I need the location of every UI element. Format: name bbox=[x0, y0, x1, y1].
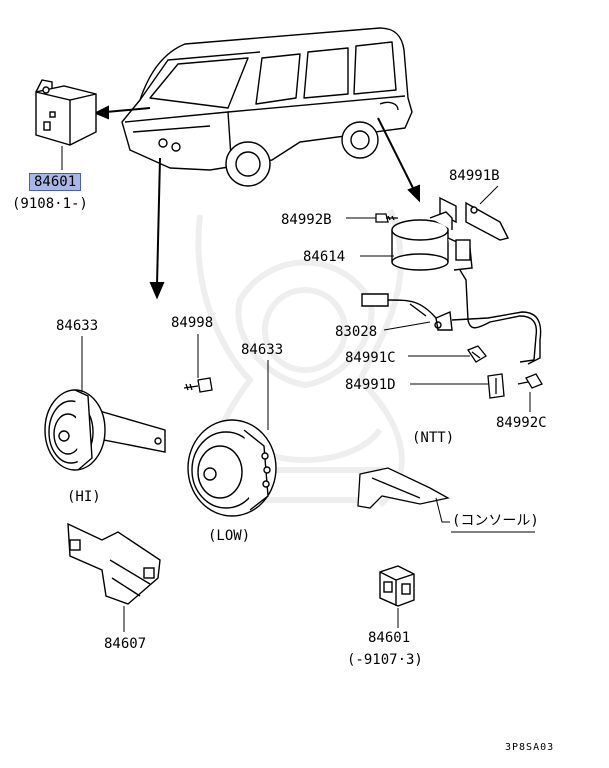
bracket-84607[interactable] bbox=[67, 522, 161, 605]
part-number-84601-top[interactable]: 84601 bbox=[28, 173, 82, 191]
caption-hi: (HI) bbox=[67, 489, 101, 505]
diagram-code: 3P8SA03 bbox=[505, 742, 555, 753]
screw-84992c[interactable] bbox=[517, 373, 543, 389]
van-illustration bbox=[121, 27, 413, 187]
relay-bottom[interactable] bbox=[379, 565, 415, 607]
clip-84991c[interactable] bbox=[467, 345, 487, 363]
date-range-84601-bottom: (-9107·3) bbox=[347, 652, 423, 668]
part-number-84633-hi[interactable]: 84633 bbox=[56, 318, 99, 334]
screw-84992b[interactable] bbox=[375, 213, 398, 223]
part-number-84992b[interactable]: 84992B bbox=[281, 212, 332, 228]
date-range-84601-top: (9108·1-) bbox=[12, 196, 88, 212]
part-number-84614[interactable]: 84614 bbox=[303, 249, 346, 265]
part-number-84992c[interactable]: 84992C bbox=[496, 415, 547, 431]
part-number-84998[interactable]: 84998 bbox=[171, 315, 214, 331]
part-number-84991d[interactable]: 84991D bbox=[345, 377, 396, 393]
part-number-84607[interactable]: 84607 bbox=[104, 636, 147, 652]
relay-top[interactable] bbox=[35, 79, 97, 146]
relay-center[interactable] bbox=[391, 211, 473, 271]
caption-low: (LOW) bbox=[208, 528, 251, 544]
clip-84991d[interactable] bbox=[487, 373, 505, 399]
horn-low[interactable] bbox=[187, 419, 277, 517]
arrow-to-relay-center bbox=[377, 117, 420, 203]
bolt-84998[interactable] bbox=[183, 377, 213, 393]
leader-lines bbox=[61, 146, 535, 632]
part-number-84991b[interactable]: 84991B bbox=[449, 168, 500, 184]
part-number-84633-low[interactable]: 84633 bbox=[241, 342, 284, 358]
wire-harness[interactable] bbox=[361, 269, 542, 365]
arrow-to-horns bbox=[149, 157, 165, 300]
note-ntt: (NTT) bbox=[412, 430, 455, 446]
part-number-84991c[interactable]: 84991C bbox=[345, 350, 396, 366]
console-panel bbox=[357, 467, 450, 509]
arrow-to-relay-top bbox=[93, 105, 151, 120]
horn-hi[interactable] bbox=[44, 389, 166, 471]
part-number-84601-bottom[interactable]: 84601 bbox=[368, 630, 411, 646]
part-number-83028[interactable]: 83028 bbox=[335, 324, 378, 340]
note-console: (コンソール) bbox=[452, 513, 539, 529]
